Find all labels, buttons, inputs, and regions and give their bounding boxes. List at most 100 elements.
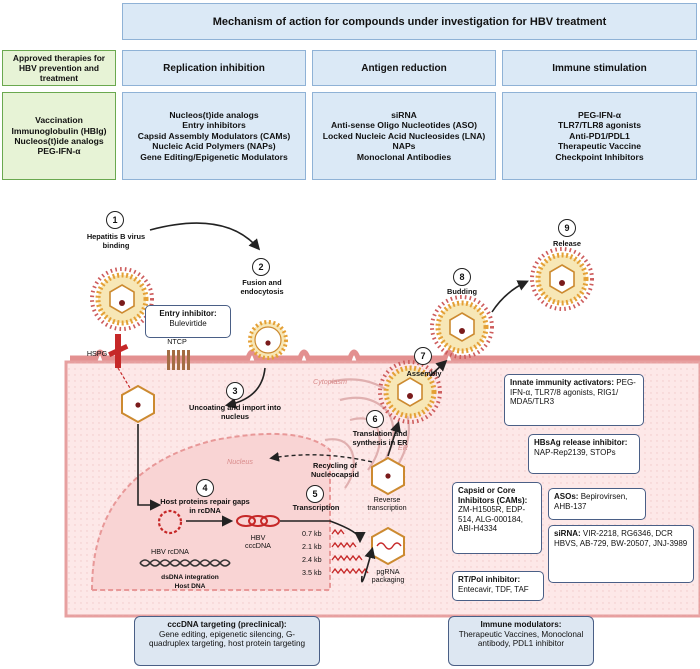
nucleus-region [90,432,331,591]
rtpol-box: RT/Pol inhibitor: Entecavir, TDF, TAF [452,571,544,601]
cams-title: Capsid or Core Inhibitors (CAMs): [458,486,528,505]
step-3-label: Uncoating and import into nucleus [189,403,281,421]
step-5-number: 5 [306,485,324,503]
recycling-label: Recycling of Nucleocapsid [310,461,360,479]
transcript-label: 3.5 kb [302,568,322,577]
list-item: Vaccination [35,115,83,126]
list-item: Monoclonal Antibodies [356,151,452,162]
step-5-label: Transcription [292,503,340,512]
list-item: Entry inhibitors [182,120,246,131]
nucleocapsid-reverse [371,456,405,496]
header-title: Mechanism of action for compounds under … [122,3,697,40]
ntcp-label: NTCP [167,337,187,346]
cccdna-targeting-text: Gene editing, epigenetic silencing, G-qu… [148,629,306,649]
step-4-label: Host proteins repair gaps in rcDNA [160,497,250,515]
hbsag-inhibitor-box: HBsAg release inhibitor: NAP-Rep2139, ST… [528,434,640,474]
entry-inhibitor-text: Bulevirtide [169,318,207,328]
ntcp-transporter [167,350,190,370]
hbsag-inhibitor-text: NAP-Rep2139, STOPs [534,447,616,457]
column-title-antigen: Antigen reduction [312,50,496,86]
immune-list: PEG-IFN-α TLR7/TLR8 agonists Anti-PD1/PD… [502,92,697,180]
virus-particle-1 [90,267,154,331]
step-6-label: Translation and synthesis in ER [352,429,408,447]
sirna-text: VIR-2218, RG6346, DCR HBVS, AB-729, BW-2… [554,529,688,548]
transcript-label: 0.7 kb [302,529,322,538]
arrow-transcripts-to-pgrna [360,546,376,583]
transcript-label: 2.1 kb [302,542,322,551]
innate-immunity-box: Innate immunity activators: PEG-IFN-α, T… [504,374,644,426]
replication-list: Nucleos(t)ide analogs Entry inhibitors C… [122,92,306,180]
antigen-list: siRNA Anti-sense Oligo Nucleotides (ASO)… [312,92,496,180]
column-title-replication: Replication inhibition [122,50,306,86]
list-item: siRNA [391,109,417,120]
cams-text: ZM-H1505R, EDP-514, ALG-000184, ABI-H433… [458,505,526,534]
step-9-label: Release [553,239,581,248]
innate-immunity-title: Innate immunity activators: [510,378,615,387]
list-item: Checkpoint Inhibitors [555,151,644,162]
list-item: PEG-IFN-α [37,146,81,157]
list-item: Gene Editing/Epigenetic Modulators [140,151,288,162]
list-item: Anti-sense Oligo Nucleotides (ASO) [330,120,478,131]
arrow-fusion-to-uncoating [224,367,266,409]
arrow-reverse-up [387,420,401,457]
step-2-number: 2 [252,258,270,276]
hbsag-inhibitor-title: HBsAg release inhibitor: [534,438,628,447]
rcdna-icon [157,509,183,535]
step-3-number: 3 [226,382,244,400]
list-item: Nucleos(t)ide analogs [14,136,104,146]
hspg-label: HSPG [86,349,108,358]
step-9-number: 9 [558,219,576,237]
asos-text: Bepirovirsen, AHB-137 [554,492,628,511]
cccdna-icon [236,515,280,527]
entry-inhibitor-box: Entry inhibitor: Bulevirtide [145,305,231,338]
list-item: Locked Nucleic Acid Nucleosides (LNA) [322,130,486,141]
arrow-transcription [280,520,366,544]
arrow-binding-to-fusion [149,222,261,251]
list-item: Nucleic Acid Polymers (NAPs) [152,141,276,152]
pgrna-packaging-label: pgRNA packaging [371,567,405,585]
list-item: PEG-IFN-α [578,109,621,120]
step-6-number: 6 [366,410,384,428]
cccdna-targeting-title: cccDNA targeting (preclinical): [167,620,287,629]
host-dna-icon [139,559,231,567]
virus-particle-budding [430,295,494,359]
dsdna-integration-label: dsDNA integration [161,574,219,581]
nucleus-label: Nucleus [227,457,253,466]
cell-membrane [70,349,700,361]
step-4-number: 4 [196,479,214,497]
list-item: TLR7/TLR8 agonists [557,120,642,131]
immune-modulators-text: Therapeutic Vaccines, Monoclonal antibod… [458,629,584,649]
step-1-label: Hepatitis B virus binding [86,232,146,250]
er-label: ER [398,443,408,452]
column-title-immune: Immune stimulation [502,50,697,86]
rtpol-text: Entecavir, TDF, TAF [458,584,529,594]
innate-immunity-text: PEG-IFN-α, TLR7/8 agonists, RIG1/ MDA5/T… [510,378,636,407]
immune-modulators-title: Immune modulators: [480,620,562,629]
approved-title: Approved therapies for HBV prevention an… [2,50,116,86]
hbv-rcdna-label: HBV rcDNA [151,547,189,556]
transcript-wiggles [331,528,369,575]
reverse-transcription-label: Reverse transcription [367,495,407,513]
step-2-label: Fusion and endocytosis [240,278,284,296]
virus-particle-2 [248,320,288,360]
list-item: Therapeutic Vaccine [557,141,642,152]
hspg-dashed-line [117,367,131,389]
approved-list: Vaccination Immunoglobulin (HBIg) Nucleo… [2,92,116,180]
list-item: Anti-PD1/PDL1 [569,130,630,141]
arrow-recycling [269,452,373,463]
cytoplasm-label: Cytoplasm [313,377,347,386]
arrow-nucleocapsid-to-nucleus [137,424,162,511]
transcript-label: 2.4 kb [302,555,322,564]
step-8-number: 8 [453,268,471,286]
immune-modulators-box: Immune modulators: Therapeutic Vaccines,… [448,616,594,666]
cccdna-targeting-box: cccDNA targeting (preclinical): Gene edi… [134,616,320,666]
asos-title: ASOs: [554,492,579,501]
entry-inhibitor-title: Entry inhibitor: [159,309,217,318]
sirna-box: siRNA: VIR-2218, RG6346, DCR HBVS, AB-72… [548,525,694,583]
step-1-number: 1 [106,211,124,229]
hbv-cccdna-label: HBV cccDNA [245,533,271,551]
asos-box: ASOs: Bepirovirsen, AHB-137 [548,488,646,520]
nucleocapsid-3 [121,384,155,424]
arrow-budding-to-release [491,280,529,313]
list-item: Immunoglobulin (HBIg) [11,125,107,136]
